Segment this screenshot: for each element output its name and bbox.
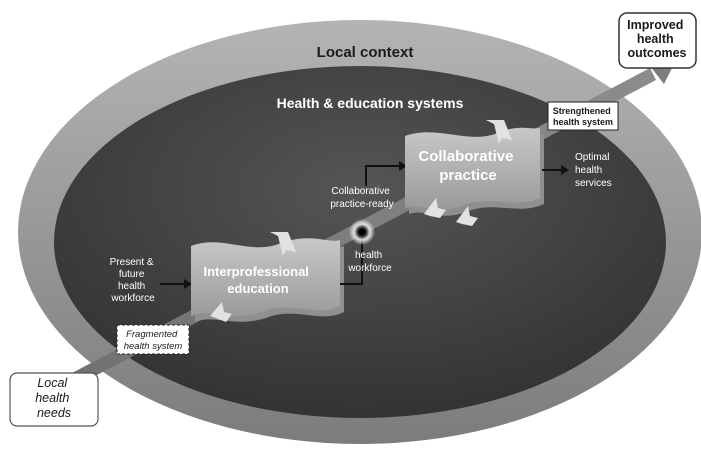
cp-bottom-mid-arrow [456,206,478,226]
ipe-top-arrow [270,232,296,256]
improved-outcomes-text: Improved health outcomes [627,18,687,60]
present-future-workforce-text: Present & future health workforce [110,257,157,304]
cp-top-arrow [486,120,512,144]
workforce-to-practice-arrow [365,161,407,186]
education-to-workforce-arrow [340,238,363,285]
strengthened-system-text: Strengthened health system [553,106,614,127]
inner-area-title: Health & education systems [277,95,464,111]
workforce-to-education-arrow [160,279,192,289]
collaborative-practice-banner: Collaborative practice [405,127,544,216]
local-health-needs-box: Local health needs [9,372,99,427]
cp-ready-bottom-text: health workforce [347,250,392,274]
local-health-needs-text: Local health needs [35,376,73,420]
strengthened-system-label: Strengthened health system [547,101,619,131]
interprofessional-education-text: Interprofessional education [203,264,312,296]
optimal-services-text: Optimal health services [575,152,612,189]
workforce-burst-center [358,228,366,236]
fragmented-system-text: Fragmented health system [124,329,183,352]
cp-ready-top-text: Collaborative practice-ready [330,186,393,210]
collaborative-practice-text: Collaborative practice [418,148,517,184]
practice-to-services-arrow [542,165,569,175]
fragmented-system-label: Fragmented health system [116,324,190,355]
cp-bottom-left-arrow [424,198,446,218]
interprofessional-education-banner: Interprofessional education [191,238,344,322]
improved-outcomes-box: Improved health outcomes [618,12,697,69]
ipe-bottom-arrow [210,302,232,322]
outer-ring-title: Local context [317,44,414,61]
